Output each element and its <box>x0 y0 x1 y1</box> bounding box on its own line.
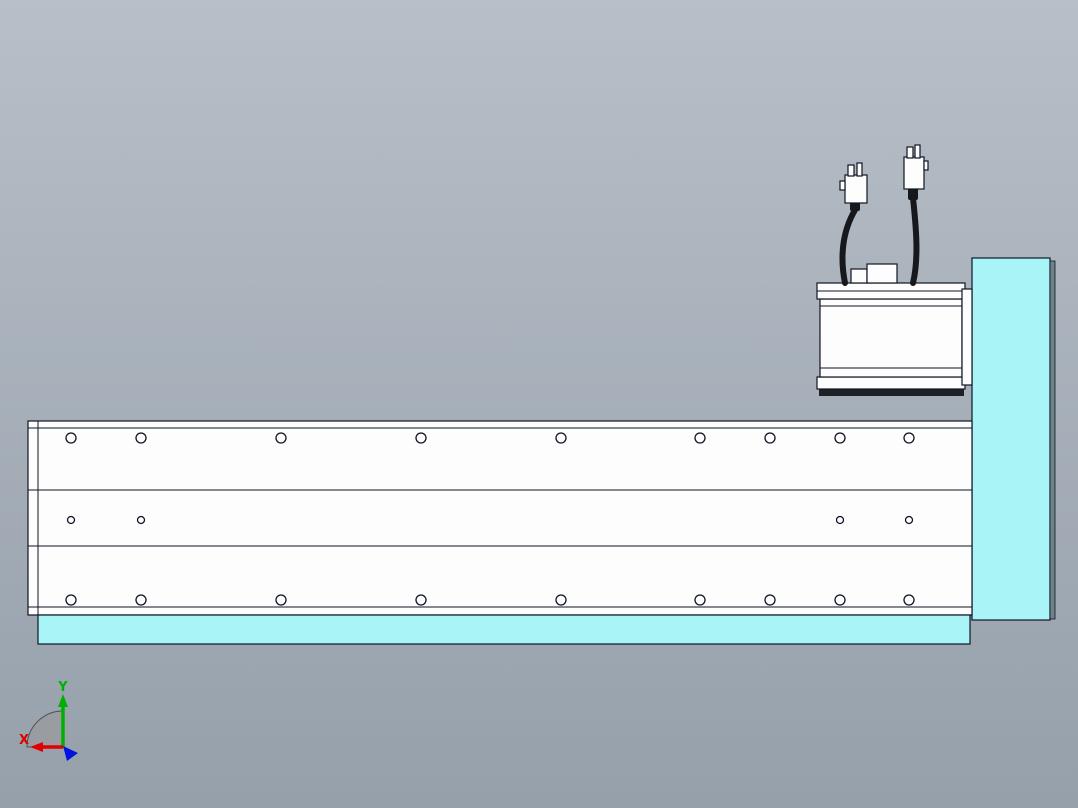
mounting-hole <box>555 432 567 444</box>
cable-boot <box>908 188 918 200</box>
base-plate[interactable] <box>37 614 971 645</box>
connector-latch <box>923 160 929 171</box>
mounting-hole <box>66 515 76 525</box>
mounting-hole <box>834 594 846 606</box>
x-axis-label: X <box>19 733 29 748</box>
mounting-hole <box>275 432 287 444</box>
end-block-side-shadow <box>1049 260 1056 620</box>
motor-mount-tab <box>961 288 973 386</box>
rail-body[interactable] <box>27 420 973 616</box>
triad-sector <box>26 710 64 748</box>
motor-bottom-flange[interactable] <box>816 376 966 390</box>
motor-bottom-shadow <box>819 389 964 396</box>
mounting-hole <box>764 432 776 444</box>
motor-top-cap <box>850 268 868 284</box>
connector-pin <box>847 164 855 177</box>
y-axis-label: Y <box>57 680 68 695</box>
orientation-triad: Y X <box>19 680 78 761</box>
mounting-hole <box>904 515 914 525</box>
mounting-hole <box>555 594 567 606</box>
mounting-holes <box>65 432 915 606</box>
connector-left <box>839 162 868 211</box>
x-axis-arrowhead <box>30 742 43 752</box>
z-axis-arrowhead <box>63 746 78 761</box>
motor-body[interactable] <box>819 298 963 378</box>
connector-latch <box>839 180 846 191</box>
connector-pin <box>906 146 914 159</box>
linear-rail[interactable] <box>27 420 973 616</box>
mounting-hole <box>834 432 846 444</box>
mounting-hole <box>415 432 427 444</box>
connector-body <box>844 174 868 204</box>
mounting-hole <box>65 594 77 606</box>
mounting-hole <box>694 594 706 606</box>
mounting-hole <box>136 515 146 525</box>
motor-cable-left <box>839 207 858 286</box>
end-block[interactable] <box>971 257 1056 621</box>
motor-assembly[interactable] <box>816 263 973 396</box>
mounting-hole <box>903 594 915 606</box>
end-block-face[interactable] <box>971 257 1051 621</box>
mounting-hole <box>835 515 845 525</box>
connector-pin <box>856 162 863 177</box>
connector-body <box>903 156 925 190</box>
mounting-hole <box>275 594 287 606</box>
y-axis-arrowhead <box>58 694 68 707</box>
mounting-hole <box>415 594 427 606</box>
connector-right <box>903 144 929 200</box>
connector-pin <box>914 144 921 159</box>
mounting-hole <box>65 432 77 444</box>
motor-cable-right <box>910 195 920 286</box>
mounting-hole <box>694 432 706 444</box>
mounting-hole <box>135 432 147 444</box>
mounting-hole <box>764 594 776 606</box>
motor-top-cap <box>866 263 898 284</box>
mounting-hole <box>135 594 147 606</box>
mounting-hole <box>903 432 915 444</box>
